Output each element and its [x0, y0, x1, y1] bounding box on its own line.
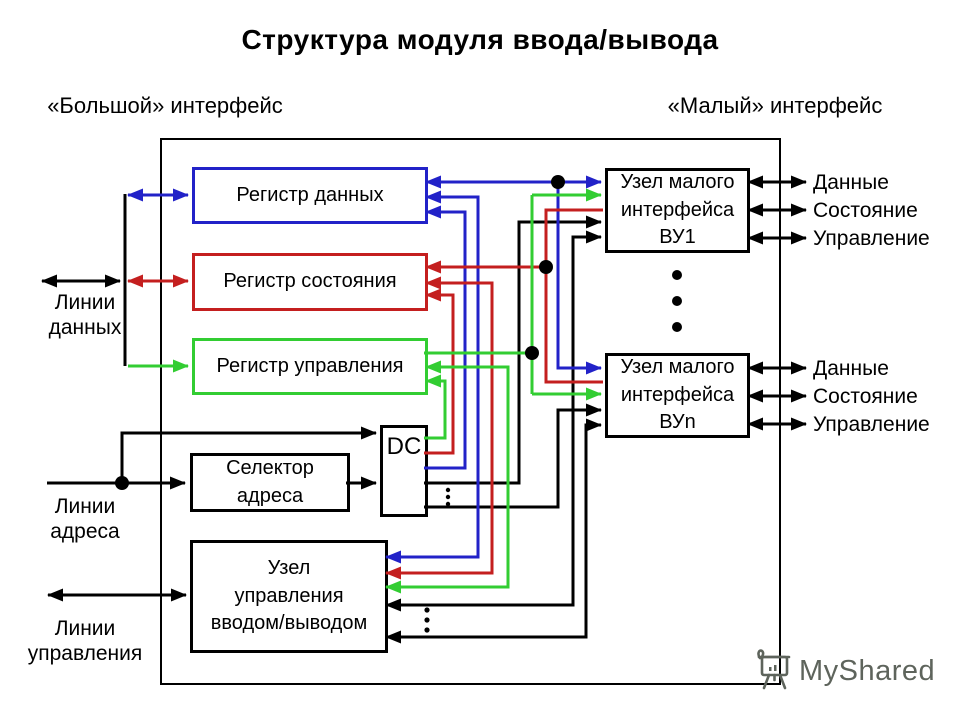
box-label: Узел малого: [620, 356, 735, 379]
box-label: Узел: [267, 557, 311, 580]
big-interface-label: «Большой» интерфейс: [47, 93, 283, 118]
box-control-register: Регистр управления: [192, 338, 428, 395]
small-interface-label: «Малый» интерфейс: [667, 93, 883, 118]
box-label: DC: [386, 433, 422, 460]
page-title: Структура модуля ввода/вывода: [241, 24, 719, 55]
watermark-text: MyShared: [799, 655, 936, 687]
box-label: Регистр управления: [216, 354, 404, 377]
box-decoder-dc: DC: [380, 425, 428, 517]
box-label: ВУ1: [659, 226, 696, 249]
data-lines-label: Линии данных: [48, 291, 122, 339]
box-label: управления: [234, 584, 344, 607]
box-label: Регистр состояния: [223, 270, 397, 293]
box-label: ВУn: [659, 411, 696, 434]
myshared-logo-icon: [752, 646, 794, 697]
box-label: интерфейса: [620, 198, 735, 221]
vu1-port-control-label: Управление: [813, 227, 930, 250]
vu1-port-status-label: Состояние: [813, 199, 918, 222]
box-label: Селектор: [226, 456, 314, 479]
box-label: Узел малого: [620, 171, 735, 194]
box-label: адреса: [236, 484, 304, 507]
box-address-selector: Селектор адреса: [190, 453, 350, 512]
box-small-interface-vun: Узел малого интерфейса ВУn: [605, 353, 750, 438]
box-status-register: Регистр состояния: [192, 253, 428, 311]
vu1-port-data-label: Данные: [813, 171, 889, 194]
box-label: Регистр данных: [236, 183, 384, 206]
box-label: интерфейса: [620, 383, 735, 406]
module-boundary: [160, 138, 781, 685]
box-io-control-unit: Узел управления вводом/выводом: [190, 540, 388, 653]
box-small-interface-vu1: Узел малого интерфейса ВУ1: [605, 168, 750, 253]
control-lines-label: Линии управления: [27, 617, 143, 665]
vun-port-control-label: Управление: [813, 413, 930, 436]
address-lines-label: Линии адреса: [50, 495, 120, 543]
box-label: вводом/выводом: [210, 612, 368, 635]
watermark: MyShared: [752, 646, 935, 697]
vun-port-status-label: Состояние: [813, 385, 918, 408]
vun-port-data-label: Данные: [813, 357, 889, 380]
box-data-register: Регистр данных: [192, 167, 428, 224]
